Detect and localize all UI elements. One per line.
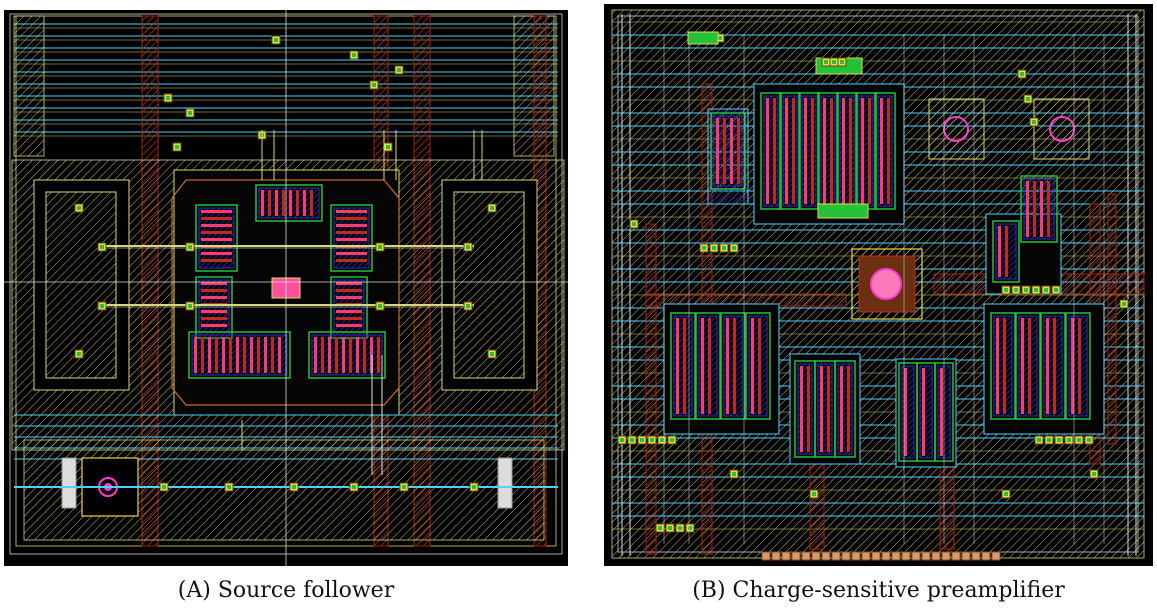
bond-pad xyxy=(901,551,911,561)
bond-pad xyxy=(851,551,861,561)
transistor-cell xyxy=(898,362,918,462)
bond-pad xyxy=(801,551,811,561)
bond-pad xyxy=(771,551,781,561)
transistor-cell xyxy=(1015,312,1041,420)
transistor-cell xyxy=(794,360,816,458)
capacitor-block xyxy=(928,98,985,160)
guard-ring-outline xyxy=(171,179,400,406)
bond-pad xyxy=(951,551,961,561)
bond-pad xyxy=(821,551,831,561)
transistor-cell xyxy=(990,312,1016,420)
transistor-cell xyxy=(188,331,291,379)
transistor-cell xyxy=(760,92,782,210)
caption-source-follower: (A) Source follower xyxy=(177,578,395,603)
preamplifier-layout-drawing xyxy=(611,9,1145,561)
bond-pad xyxy=(841,551,851,561)
transistor-cell xyxy=(195,204,238,272)
transistor-cell xyxy=(834,360,856,458)
contact-column xyxy=(61,457,77,509)
poly-route xyxy=(809,458,825,550)
poly-route xyxy=(645,223,657,555)
transistor-cell xyxy=(1020,175,1058,243)
transistor-cell xyxy=(779,92,801,210)
bond-pad xyxy=(921,551,931,561)
transistor-cell xyxy=(695,312,721,420)
transistor-cell xyxy=(195,276,233,339)
bond-pad xyxy=(941,551,951,561)
bond-pad xyxy=(861,551,871,561)
transistor-cell xyxy=(308,331,386,379)
source-follower-layout-drawing xyxy=(4,10,568,566)
transistor-cell xyxy=(720,312,746,420)
bond-pad xyxy=(871,551,881,561)
transistor-cell xyxy=(710,112,746,190)
bond-pad xyxy=(961,551,971,561)
contact-row xyxy=(817,203,869,219)
bond-pad xyxy=(981,551,991,561)
bond-pad xyxy=(991,551,1001,561)
poly-route xyxy=(939,458,955,550)
bond-pad xyxy=(761,551,771,561)
layout-panel-source-follower xyxy=(4,10,568,566)
layout-panel-charge-sensitive-preamplifier xyxy=(604,4,1153,566)
transistor-cell xyxy=(255,184,323,222)
transistor-cell xyxy=(330,204,373,272)
bond-pad xyxy=(911,551,921,561)
caption-charge-sensitive-preamplifier: (B) Charge-sensitive preamplifier xyxy=(692,578,1065,603)
transistor-cell xyxy=(836,92,858,210)
transistor-cell xyxy=(745,312,771,420)
pad-ring-left xyxy=(13,15,45,157)
contact-column xyxy=(497,457,513,509)
top-contact-cluster xyxy=(687,31,719,45)
bond-pad xyxy=(971,551,981,561)
transistor-cell xyxy=(874,92,896,210)
transistor-cell xyxy=(817,92,839,210)
bond-pad xyxy=(831,551,841,561)
capacitor-block xyxy=(1033,98,1090,160)
transistor-cell xyxy=(330,276,368,339)
bond-pad xyxy=(931,551,941,561)
poly-route xyxy=(1107,193,1117,445)
transistor-cell xyxy=(670,312,696,420)
transistor-cell xyxy=(855,92,877,210)
transistor-cell xyxy=(1065,312,1091,420)
bond-pad xyxy=(891,551,901,561)
transistor-cell xyxy=(992,220,1020,283)
center-via xyxy=(870,268,902,300)
transistor-cell xyxy=(798,92,820,210)
transistor-cell xyxy=(1040,312,1066,420)
bond-pad xyxy=(791,551,801,561)
bond-pad xyxy=(781,551,791,561)
bond-pad xyxy=(881,551,891,561)
transistor-cell xyxy=(916,362,936,462)
bond-pad xyxy=(811,551,821,561)
transistor-cell xyxy=(814,360,836,458)
